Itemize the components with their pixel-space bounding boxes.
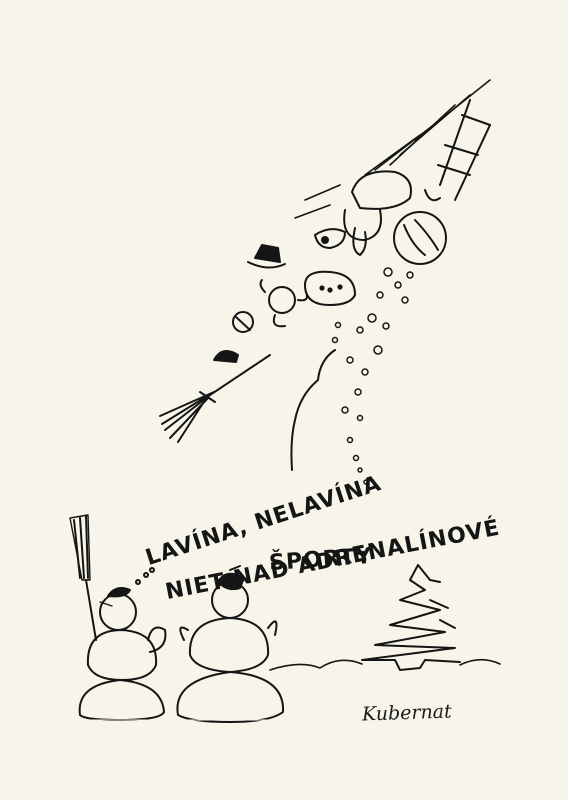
hat-icon (247, 244, 286, 269)
ground (73, 658, 501, 721)
snowman-head-icon (232, 279, 308, 333)
cushion-icon (304, 270, 356, 306)
cliff-edge (290, 349, 336, 471)
sled-icon (424, 99, 491, 202)
snowman-right-icon (176, 565, 285, 723)
snow-trail (331, 267, 414, 485)
falling-person-icon (314, 170, 412, 256)
broom-icon (159, 354, 271, 443)
artist-signature: Kubernat (361, 700, 453, 726)
tree-icon (361, 564, 461, 671)
snowball-icon (393, 211, 447, 265)
small-hat-icon (213, 350, 239, 363)
speed-lines (294, 79, 491, 219)
